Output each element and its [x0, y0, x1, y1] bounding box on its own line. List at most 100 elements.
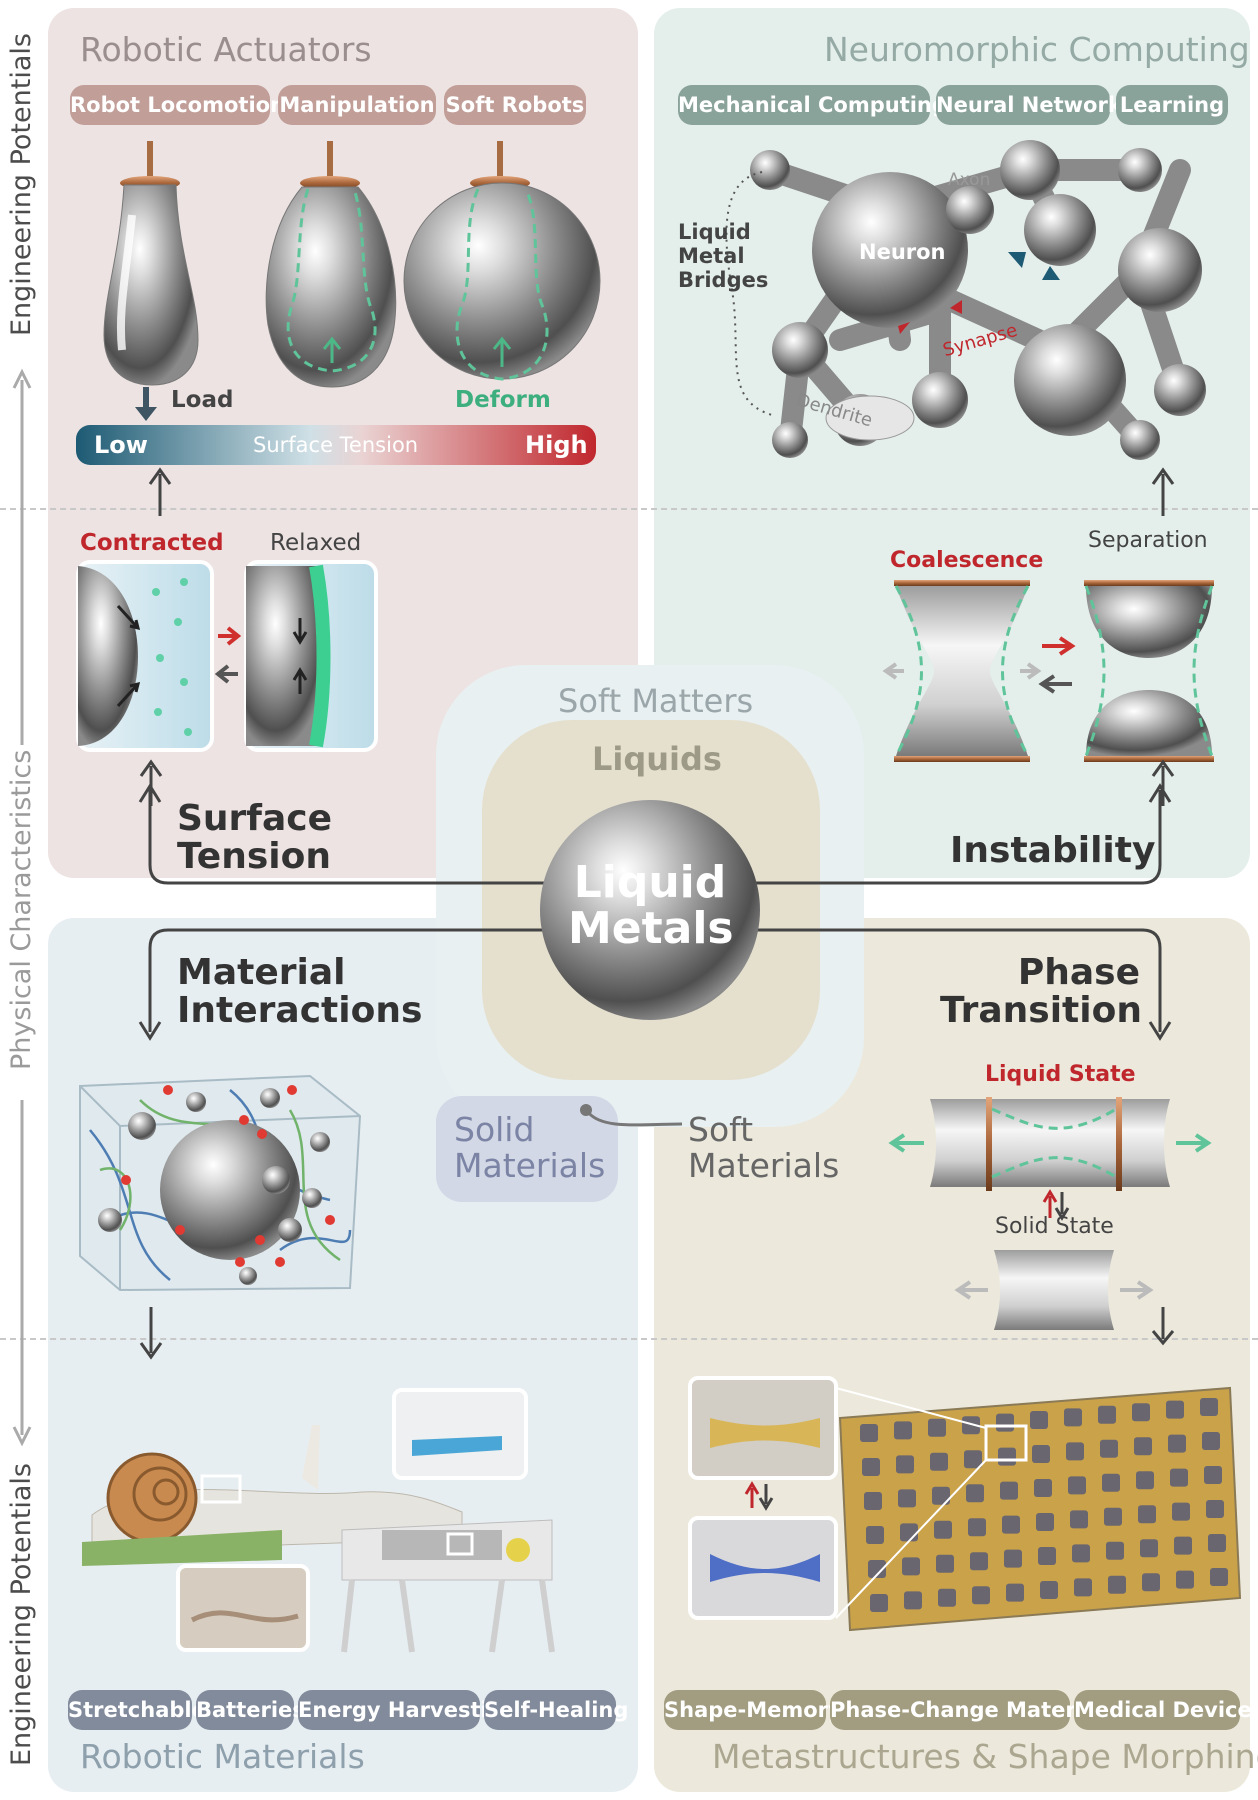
soft-matters-label: Soft Matters: [558, 682, 754, 720]
soft-materials-label: Soft Materials: [688, 1110, 840, 1185]
bar-low-label: Low: [94, 431, 148, 459]
side-arrows: [12, 368, 32, 1447]
dashed-separator-top: [0, 508, 1258, 510]
metastructure-cell: [894, 1421, 912, 1440]
metastructure-cell: [968, 1518, 986, 1537]
metastructure-cell: [1134, 1437, 1152, 1456]
metastructure-cell: [1104, 1507, 1122, 1526]
metastructure-cell: [998, 1447, 1016, 1466]
metastructure-cell: [932, 1486, 950, 1505]
liquids-label: Liquids: [592, 740, 722, 778]
metastructure-cell: [896, 1455, 914, 1474]
bar-high-label: High: [525, 431, 588, 459]
instability-diagram: [882, 580, 1214, 762]
robotic-actuators-title: Robotic Actuators: [80, 30, 372, 69]
neuron-label: Neuron: [859, 240, 946, 264]
metastructure-cell: [964, 1450, 982, 1469]
metastructure-cell: [1098, 1405, 1116, 1424]
metastructure-cell: [962, 1416, 980, 1435]
metastructure-cell: [1074, 1578, 1092, 1597]
metastructure-cell: [902, 1557, 920, 1576]
metastructure-cell: [1040, 1581, 1058, 1599]
tag-batteries: Batteries: [196, 1690, 305, 1730]
liquid-state-label: Liquid State: [985, 1062, 1136, 1087]
bar-mid-label: Surface Tension: [253, 433, 419, 457]
tag-stretchable: Stretchable: [68, 1690, 206, 1730]
metastructure-cell: [1206, 1500, 1224, 1518]
metastructure-cell: [1174, 1536, 1192, 1555]
metastructure-cell: [972, 1586, 990, 1605]
metastructure-cell: [1036, 1513, 1054, 1531]
metastructure-cell: [996, 1413, 1014, 1432]
inst-mid-arrow-icon: [1151, 759, 1175, 806]
metastructure-cell: [862, 1458, 880, 1476]
metastructure-cell: [1132, 1403, 1150, 1422]
surface-tension-label: Surface Tension: [177, 798, 333, 877]
robotic-materials-title: Robotic Materials: [80, 1737, 365, 1776]
tag-robot-locomotion: Robot Locomotion: [70, 85, 285, 125]
metastructure-cell: [1000, 1481, 1018, 1500]
metastructure-cell: [1208, 1534, 1226, 1552]
metastructure-cell: [1006, 1583, 1024, 1602]
metastructure-cell: [1064, 1408, 1082, 1427]
side-label-top: Engineering Potentials: [6, 33, 37, 337]
metastructure-cell: [870, 1594, 888, 1612]
metastructure-cell: [1202, 1432, 1220, 1450]
metastructure-cell: [1004, 1549, 1022, 1568]
metastructure-cell: [1108, 1575, 1126, 1594]
deform-label: Deform: [455, 387, 551, 413]
tag-learning: Learning: [1116, 85, 1228, 125]
metastructure-cell: [930, 1452, 948, 1471]
metastructure-cell: [970, 1552, 988, 1571]
metastructure-cell: [928, 1418, 946, 1437]
pt-down-arrow-icon: [1151, 1307, 1175, 1346]
contracted-label: Contracted: [80, 530, 224, 556]
tag-phase-change-materials: Phase-Change Materials: [830, 1690, 1117, 1730]
bridges-bracket: [725, 171, 773, 416]
liquid-state-cylinder: [888, 1097, 1212, 1191]
metastructure-cell: [1072, 1544, 1090, 1563]
metastructure-cell: [1168, 1434, 1186, 1453]
dashed-separator-bottom: [0, 1338, 1258, 1340]
metastructure-cell: [1032, 1445, 1050, 1463]
metastructure-cell: [864, 1492, 882, 1510]
phase-transition-label: Phase Transition: [940, 952, 1142, 1031]
metastructure-cell: [1142, 1573, 1160, 1592]
metastructure-cell: [1170, 1468, 1188, 1487]
surface-tension-bar: [76, 425, 596, 465]
metastructure-cell: [1066, 1442, 1084, 1461]
metastructure-cell: [1138, 1505, 1156, 1524]
metastructure-cell: [1140, 1539, 1158, 1558]
actuator-droplets: [103, 141, 601, 388]
solid-state-cylinder: [954, 1250, 1154, 1330]
tag-manipulation: Manipulation: [278, 85, 436, 125]
metastructure-cell: [1002, 1515, 1020, 1534]
liquid-metal-sphere: [540, 800, 760, 1020]
tag-mechanical-computing: Mechanical Computing: [678, 85, 947, 125]
robotic-materials-illustration: [82, 1388, 555, 1653]
material-interactions-label: Material Interactions: [177, 952, 423, 1031]
metastructure-cell: [1166, 1400, 1184, 1419]
relaxed-label: Relaxed: [270, 530, 362, 556]
metastructure-cell: [1176, 1570, 1194, 1589]
liquid-metal-bridges-label: Liquid Metal Bridges: [678, 220, 769, 292]
metastructure-cell: [860, 1424, 878, 1442]
metastructure-cell: [868, 1560, 886, 1578]
metastructure-cell: [898, 1489, 916, 1508]
inst-up-arrow-icon: [1151, 467, 1175, 516]
separation-label: Separation: [1088, 528, 1208, 553]
tag-soft-robots: Soft Robots: [444, 85, 586, 125]
axon-label: Axon: [948, 170, 991, 190]
metastructure-cell: [1068, 1476, 1086, 1495]
metastructure-cell: [936, 1554, 954, 1573]
metastructure-cell: [1100, 1439, 1118, 1458]
metastructure-cell: [900, 1523, 918, 1542]
metastructure-cell: [1034, 1479, 1052, 1497]
tag-neural-network: Neural Network: [936, 85, 1122, 125]
soft-materials-pointer: [580, 1104, 683, 1127]
metastructure-cell: [866, 1526, 884, 1544]
metastructure-cell: [1210, 1568, 1228, 1586]
load-arrow-icon: [135, 387, 157, 421]
metastructure-cell: [1106, 1541, 1124, 1560]
center-connectors: [138, 783, 1172, 1041]
